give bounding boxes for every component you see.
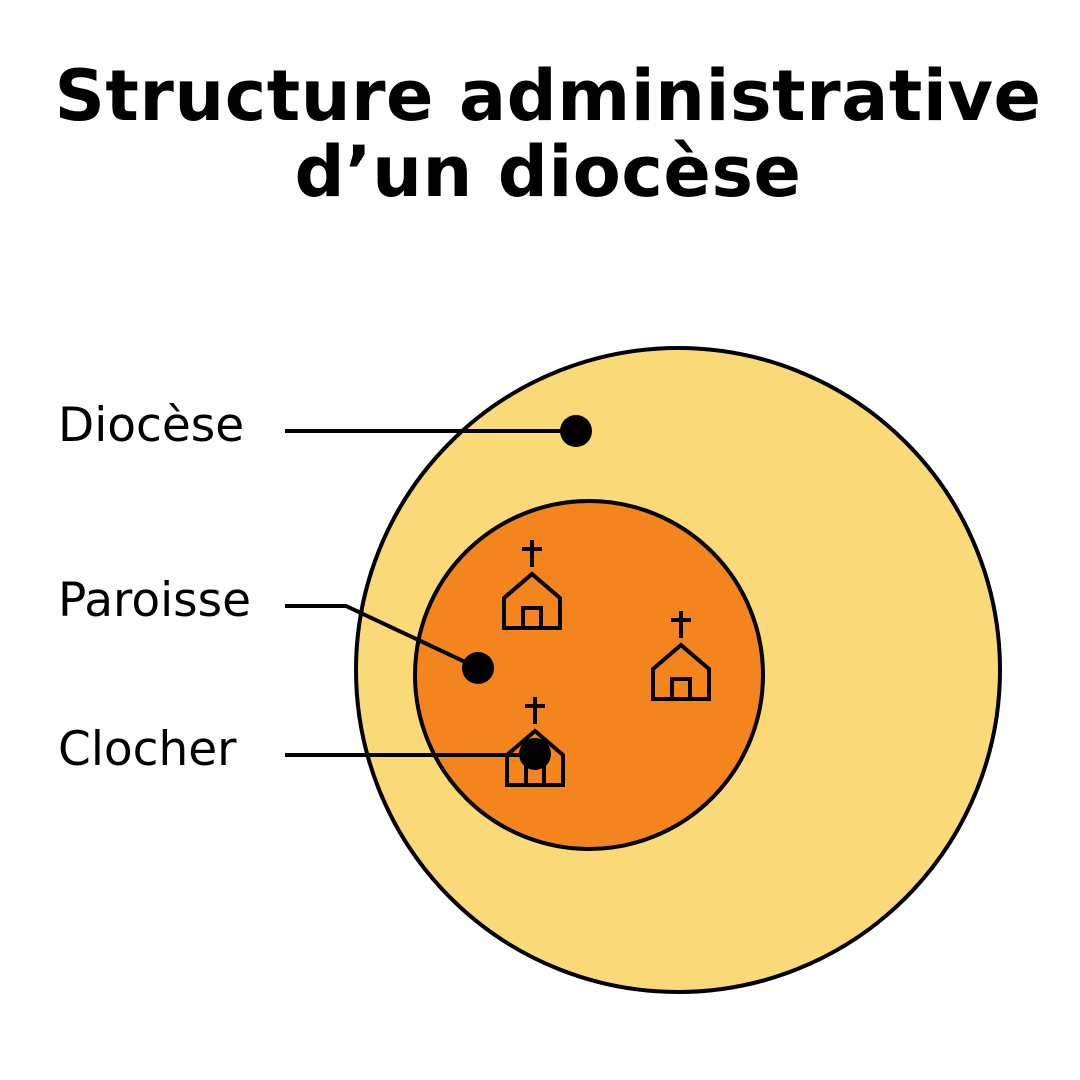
church-icon bbox=[651, 611, 711, 701]
paroisse-label: Paroisse bbox=[58, 573, 252, 628]
title-line-1: Structure administrative bbox=[54, 55, 1042, 137]
clocher-marker-dot bbox=[519, 738, 551, 770]
diocese-marker-dot bbox=[560, 415, 592, 447]
title-line-2: d’un diocèse bbox=[294, 131, 802, 213]
paroisse-leader-line bbox=[285, 604, 479, 670]
diocese-label: Diocèse bbox=[58, 398, 245, 453]
church-icon bbox=[502, 540, 562, 630]
paroisse-circle bbox=[413, 499, 765, 851]
clocher-label: Clocher bbox=[58, 722, 237, 777]
paroisse-marker-dot bbox=[462, 652, 494, 684]
page-title: Structure administrative d’un diocèse bbox=[0, 58, 1080, 210]
